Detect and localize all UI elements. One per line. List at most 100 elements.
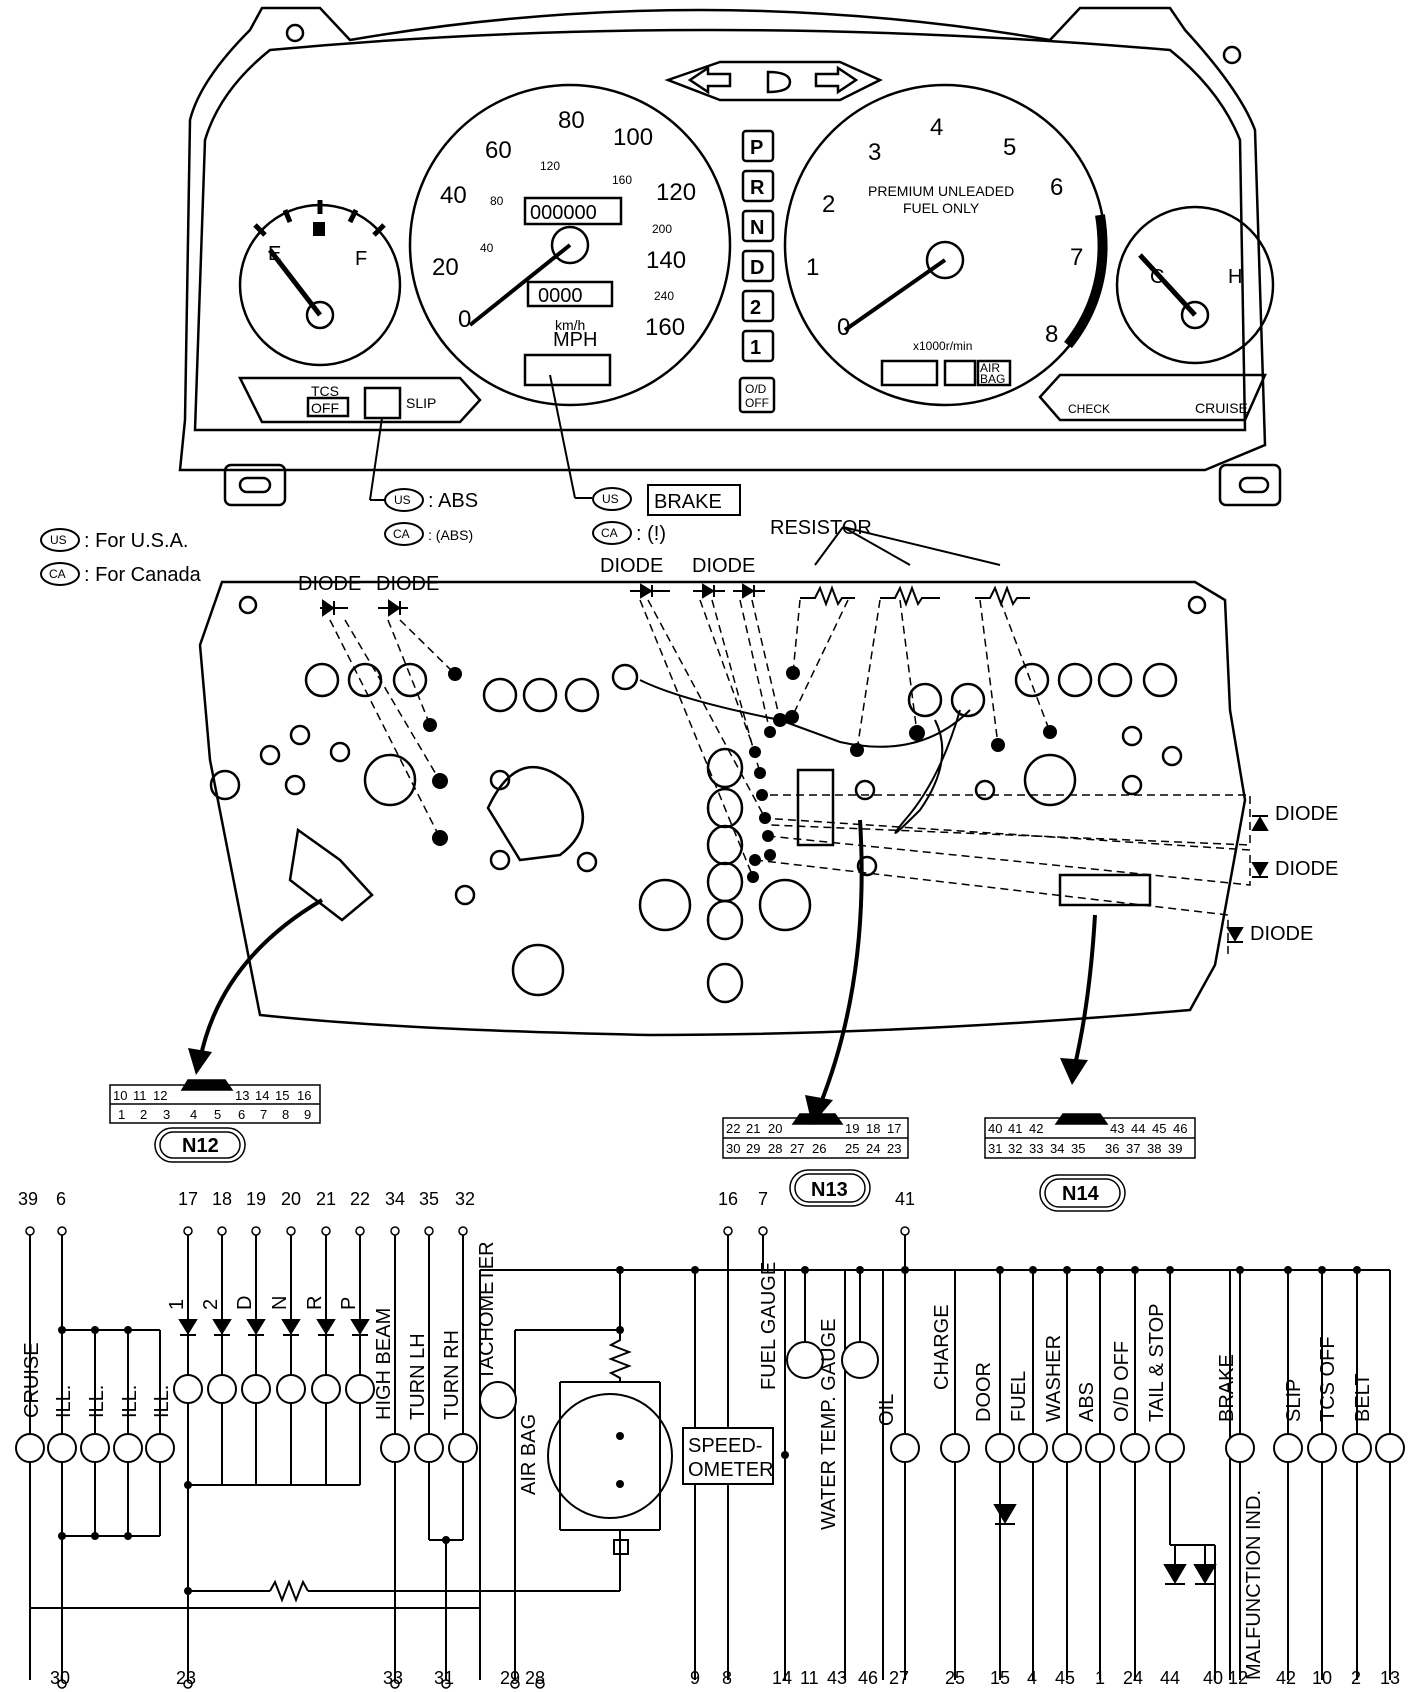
n13-pin: 27 (790, 1141, 804, 1156)
lamp-label: TAIL & STOP (1146, 1303, 1168, 1422)
gear-label: N (269, 1296, 291, 1310)
mph-tick: 80 (558, 107, 585, 134)
ca-code: CA (601, 526, 618, 540)
pin-number: 29 (500, 1668, 520, 1688)
n14-pin: 42 (1029, 1121, 1043, 1136)
fuel-note-line2: FUEL ONLY (903, 200, 980, 216)
pin-number: 21 (316, 1189, 336, 1209)
lamp-labels: CRUISE ILL. ILL. ILL. ILL. HIGH BEAM TUR… (21, 1241, 1374, 1680)
pin-number: 40 (1203, 1668, 1223, 1688)
pin-number: 2 (1351, 1668, 1361, 1688)
pin-number: 35 (419, 1189, 439, 1209)
pin-number: 10 (1312, 1668, 1332, 1688)
schematic-diodes (178, 1319, 1217, 1585)
odometer: 000000 (530, 202, 597, 224)
lamp-label: CRUISE (21, 1342, 43, 1418)
pin-number: 17 (178, 1189, 198, 1209)
n14-pin: 44 (1131, 1121, 1145, 1136)
lamp-label: WATER TEMP. GAUGE (818, 1318, 840, 1530)
schematic-wiring (29, 1235, 1391, 1680)
mph-tick: 140 (646, 247, 686, 274)
pin-number: 34 (385, 1189, 405, 1209)
pin-number: 45 (1055, 1668, 1075, 1688)
n12-pin: 13 (235, 1088, 249, 1103)
check-cruise-panel (1038, 373, 1267, 422)
lamp-label: TURN RH (441, 1330, 463, 1420)
circuit-board (198, 580, 1247, 1037)
n13-pin: 22 (726, 1121, 740, 1136)
ca-code: CA (393, 527, 410, 541)
lamp-label: ILL. (119, 1385, 141, 1418)
connector-N13-face (722, 1113, 909, 1207)
us-code: US (394, 493, 411, 507)
pin-number: 15 (990, 1668, 1010, 1688)
n12-pin: 10 (113, 1088, 127, 1103)
connector-id: N13 (811, 1179, 848, 1201)
lamp-label: BRAKE (1216, 1354, 1238, 1422)
n13-pin: 17 (887, 1121, 901, 1136)
lamp-label: ILL. (151, 1385, 173, 1418)
pin-number: 23 (176, 1668, 196, 1688)
pin-number: 30 (50, 1668, 70, 1688)
tach-tick: 2 (822, 191, 835, 218)
connector-N14-face (984, 1113, 1196, 1212)
n12-pin: 11 (133, 1088, 147, 1103)
n12-pin: 16 (297, 1088, 311, 1103)
connector-arrows (198, 819, 1097, 1106)
lamp-label: O/D OFF (1111, 1341, 1133, 1422)
kmh-tick: 120 (540, 159, 560, 173)
temperature-gauge (1115, 205, 1275, 365)
fuel-gauge (238, 200, 402, 367)
shift-1: 1 (750, 337, 761, 359)
connector-id: N12 (182, 1135, 219, 1157)
board-diodes-resistors (320, 526, 1269, 943)
speedometer-line2: OMETER (688, 1459, 774, 1481)
us-code: US (602, 492, 619, 506)
diode-label: DIODE (376, 573, 439, 595)
junction-dots (58, 1266, 1361, 1595)
tach-tick: 5 (1003, 134, 1016, 161)
pin-number: 20 (281, 1189, 301, 1209)
board-vertical-lamps (706, 747, 744, 1004)
legend-us-code: US (50, 533, 67, 547)
n12-pin: 6 (238, 1107, 245, 1122)
lamp-label: ILL. (86, 1385, 108, 1418)
lamp-label: CHARGE (931, 1304, 953, 1390)
units-mph: MPH (553, 329, 597, 351)
lamp-label: ABS (1076, 1382, 1098, 1422)
lamp-label: AIR BAG (518, 1414, 540, 1495)
lamp-label: OIL (876, 1394, 898, 1426)
n12-pin: 5 (214, 1107, 221, 1122)
lamp-label: ILL. (53, 1385, 75, 1418)
pin-number: 22 (350, 1189, 370, 1209)
mph-tick: 40 (440, 182, 467, 209)
diode-label: DIODE (1275, 858, 1338, 880)
legend-us: : For U.S.A. (84, 530, 188, 552)
lamp-symbols (15, 1341, 1405, 1485)
legend-ca: : For Canada (84, 564, 202, 586)
us-brake-text: BRAKE (654, 491, 722, 513)
tach-tick: 1 (806, 254, 819, 281)
fuel-pump-icon (313, 222, 325, 236)
diode-label: DIODE (1250, 923, 1313, 945)
lamp-label: SLIP (1283, 1379, 1305, 1422)
connector-text: 10 11 12 13 14 15 16 1 2 3 4 5 6 7 8 9 N… (113, 1088, 1187, 1205)
shift-p: P (750, 137, 763, 159)
pin-number: 46 (858, 1668, 878, 1688)
pin-number: 42 (1276, 1668, 1296, 1688)
trip-meter: 0000 (538, 285, 583, 307)
tach-units: x1000r/min (913, 339, 972, 353)
n13-pin: 24 (866, 1141, 880, 1156)
lamp-label: TCS OFF (1317, 1336, 1339, 1422)
diode-label: DIODE (600, 555, 663, 577)
connector-arrowheads (188, 1048, 1088, 1125)
n12-pin: 8 (282, 1107, 289, 1122)
gear-diode-labels: 1 2 D N R P (166, 1296, 360, 1310)
n14-pin: 43 (1110, 1121, 1124, 1136)
speedometer-line1: SPEED- (688, 1435, 762, 1457)
slip-label: SLIP (406, 395, 436, 411)
n13-pin: 20 (768, 1121, 782, 1136)
pin-number: 18 (212, 1189, 232, 1209)
kmh-tick: 80 (490, 194, 504, 208)
gear-label: P (338, 1297, 360, 1310)
